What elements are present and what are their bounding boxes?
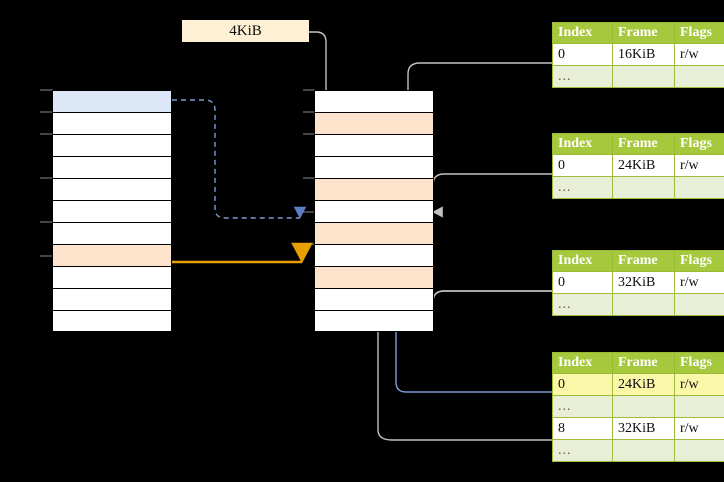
page-table-2-header-frame: Frame [612, 133, 675, 155]
page-table-4-r1-frame[interactable] [612, 395, 675, 418]
page-table-4-r0-frame[interactable]: 24KiB [612, 373, 675, 396]
page-table-3-header-frame: Frame [612, 250, 675, 272]
page-table-2-r1-flags[interactable] [674, 176, 724, 199]
page-table-2-r0-index[interactable]: 0 [552, 154, 613, 177]
physical-frame-row-3[interactable] [314, 156, 434, 178]
page-table-4-r1-index[interactable]: ... [552, 395, 613, 418]
page-table-2-r1-index[interactable]: ... [552, 176, 613, 199]
virtual-page-row-4[interactable] [52, 178, 172, 200]
virtual-address-space-column [52, 90, 172, 332]
page-table-3-r0-frame[interactable]: 32KiB [612, 271, 675, 294]
page-table-1-r1-index[interactable]: ... [552, 65, 613, 88]
virtual-page-row-8[interactable] [52, 266, 172, 288]
page-table-1-header-index: Index [552, 22, 613, 44]
page-table-3-header-flags: Flags [674, 250, 724, 272]
page-table-4-header-index: Index [552, 352, 613, 374]
wire-table4row0-blue [384, 217, 612, 393]
page-table-4-r3-index[interactable]: ... [552, 439, 613, 462]
page-table-1-header-frame: Frame [612, 22, 675, 44]
size-label-text: 4KiB [229, 23, 262, 39]
wire-chip-to-physical [248, 31, 336, 118]
page-table-1-header-flags: Flags [674, 22, 724, 44]
virtual-page-row-1[interactable] [52, 112, 172, 134]
page-table-1-r1-flags[interactable] [674, 65, 724, 88]
page-table-2-header-index: Index [552, 133, 613, 155]
virtual-page-row-0[interactable] [52, 90, 172, 112]
page-table-4-header-frame: Frame [612, 352, 675, 374]
virtual-page-row-5[interactable] [52, 200, 172, 222]
page-table-3-r1-index[interactable]: ... [552, 293, 613, 316]
page-table-4-r3-flags[interactable] [674, 439, 724, 462]
page-table-1-r0-index[interactable]: 0 [552, 43, 613, 66]
page-table-1-r1-frame[interactable] [612, 65, 675, 88]
page-table-4-header-flags: Flags [674, 352, 724, 374]
physical-frame-row-5[interactable] [314, 200, 434, 222]
size-label-chip: 4KiB [182, 20, 309, 42]
wire-table4row8-a [377, 332, 612, 441]
page-table-4-r2-index[interactable]: 8 [552, 417, 613, 440]
table-row[interactable]: ... [552, 176, 724, 199]
page-table-3-r1-flags[interactable] [674, 293, 724, 316]
table-row[interactable]: ... [552, 439, 724, 462]
physical-frame-row-7[interactable] [314, 244, 434, 266]
table-row[interactable]: ... [552, 395, 724, 418]
page-table-4-r0-flags[interactable]: r/w [674, 373, 724, 396]
page-table-4-r0-index[interactable]: 0 [552, 373, 613, 396]
physical-frame-row-9[interactable] [314, 288, 434, 310]
page-table-2-r0-frame[interactable]: 24KiB [612, 154, 675, 177]
physical-frame-row-1[interactable] [314, 112, 434, 134]
physical-frame-row-2[interactable] [314, 134, 434, 156]
virtual-page-row-3[interactable] [52, 156, 172, 178]
physical-frame-row-4[interactable] [314, 178, 434, 200]
page-table-2-header-flags: Flags [674, 133, 724, 155]
page-table-3-r0-flags[interactable]: r/w [674, 271, 724, 294]
page-table-4-r2-frame[interactable]: 32KiB [612, 417, 675, 440]
page-table-1-r0-flags[interactable]: r/w [674, 43, 724, 66]
virtual-page-row-2[interactable] [52, 134, 172, 156]
left-row-ticks [40, 89, 53, 257]
virtual-page-row-7[interactable] [52, 244, 172, 266]
page-table-4-r3-frame[interactable] [612, 439, 675, 462]
page-table-3-header-index: Index [552, 250, 613, 272]
virtual-page-row-10[interactable] [52, 310, 172, 332]
page-table-3-r0-index[interactable]: 0 [552, 271, 613, 294]
page-table-2-r1-frame[interactable] [612, 176, 675, 199]
virtual-page-row-6[interactable] [52, 222, 172, 244]
virtual-page-row-9[interactable] [52, 288, 172, 310]
physical-frame-row-8[interactable] [314, 266, 434, 288]
table-row[interactable]: ... [552, 65, 724, 88]
physical-frame-row-10[interactable] [314, 310, 434, 332]
table-row[interactable]: ... [552, 293, 724, 316]
page-table-1-r0-frame[interactable]: 16KiB [612, 43, 675, 66]
page-table-2-r0-flags[interactable]: r/w [674, 154, 724, 177]
page-table-3-r1-frame[interactable] [612, 293, 675, 316]
physical-frame-row-6[interactable] [314, 222, 434, 244]
page-table-4-r1-flags[interactable] [674, 395, 724, 418]
wire-table1-to-physical [407, 62, 612, 184]
wire-virtual-dashed [172, 99, 307, 219]
physical-frame-row-0[interactable] [314, 90, 434, 112]
page-table-4-r2-flags[interactable]: r/w [674, 417, 724, 440]
physical-address-space-column [314, 90, 434, 332]
